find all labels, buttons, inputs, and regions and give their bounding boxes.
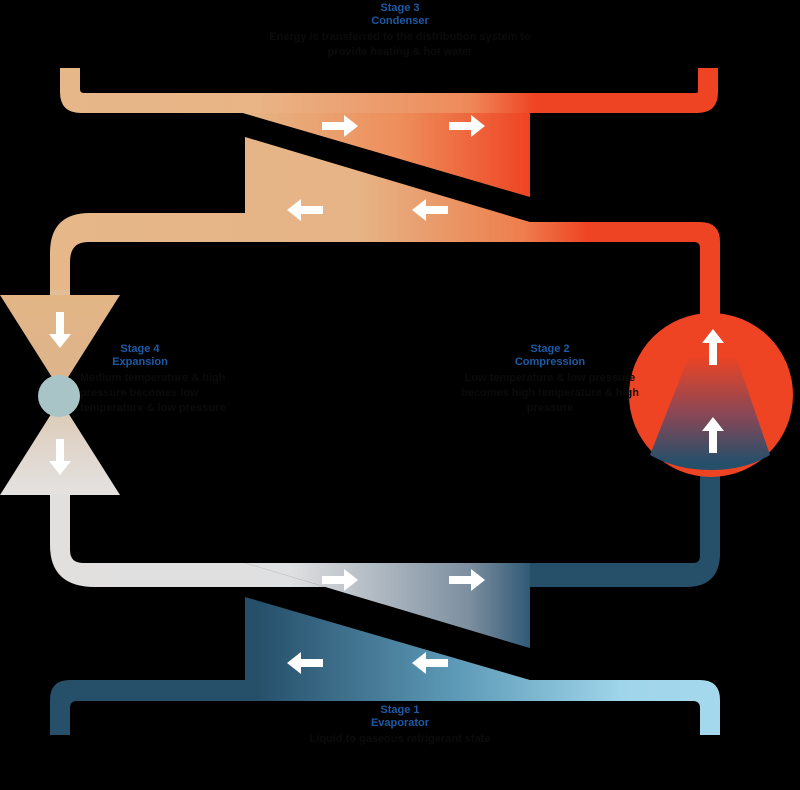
evaporator-bottom-pipe (50, 680, 720, 735)
condenser (50, 68, 720, 330)
condenser-lower-channel (50, 137, 720, 330)
stage-1-number: Stage 1 (380, 704, 420, 716)
evaporator-upper-channel (245, 563, 530, 648)
stage-3-label: Stage 3 Condenser Energy is transferred … (250, 2, 550, 60)
stage-4-name: Expansion (112, 356, 168, 368)
stage-4-description: Medium temperature & high pressure becom… (80, 372, 226, 414)
stage-3-description: Energy is transferred to the distributio… (269, 31, 531, 58)
valve-ball (38, 375, 80, 417)
stage-4-label: Stage 4 Expansion Medium temperature & h… (80, 343, 260, 416)
stage-2-description: Low temperature & low pressure becomes h… (461, 372, 639, 414)
stage-1-label: Stage 1 Evaporator Liquid to gaseous ref… (250, 704, 550, 747)
compressor-icon (629, 313, 793, 477)
stage-3-number: Stage 3 (380, 2, 420, 14)
stage-1-name: Evaporator (370, 717, 430, 729)
compressor-inner-cone (650, 353, 770, 470)
stage-4-number: Stage 4 (120, 343, 160, 355)
stage-2-number: Stage 2 (530, 343, 570, 355)
evaporator (50, 470, 720, 735)
stage-2-name: Compression (514, 356, 586, 368)
evaporator-right-riser (530, 470, 720, 587)
stage-2-label: Stage 2 Compression Low temperature & lo… (455, 343, 645, 416)
stage-3-name: Condenser (371, 15, 429, 27)
stage-1-description: Liquid to gaseous refrigerant state (309, 733, 491, 745)
condenser-upper-plate (243, 113, 530, 197)
